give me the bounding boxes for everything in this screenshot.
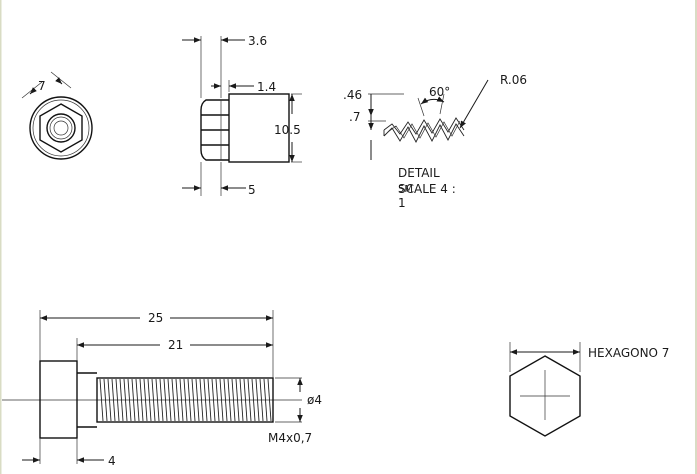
detail-overlap: 5M (398, 184, 413, 195)
side-view-head (182, 36, 302, 196)
dim-5: 5 (248, 183, 256, 197)
dim-3-6: 3.6 (248, 34, 267, 48)
detail-thread-profile (368, 79, 489, 160)
thread-spec: M4x0,7 (268, 431, 312, 445)
detail-scale: SCALE 4 : (398, 182, 456, 196)
dim-25: 25 (148, 311, 163, 325)
hexagon-label: HEXAGONO 7 (588, 346, 669, 360)
top-view-hex-head (21, 71, 93, 160)
dim-10-5: 10.5 (274, 123, 301, 137)
dim-head-4: 4 (108, 454, 116, 468)
dim-diameter-4: ø4 (307, 393, 322, 407)
detail-title: DETAIL (398, 166, 440, 180)
dim-046: .46 (343, 88, 362, 102)
front-view-screw (2, 310, 303, 464)
detail-scale-denominator: 1 (398, 196, 406, 210)
dim-top-hex: 7 (38, 79, 46, 93)
dim-07: .7 (349, 110, 360, 124)
dim-21: 21 (168, 338, 183, 352)
dim-60-degree: 60° (429, 85, 450, 99)
dim-1-4: 1.4 (257, 80, 276, 94)
hexagon-view (509, 342, 581, 437)
dim-radius: R.06 (500, 73, 527, 87)
